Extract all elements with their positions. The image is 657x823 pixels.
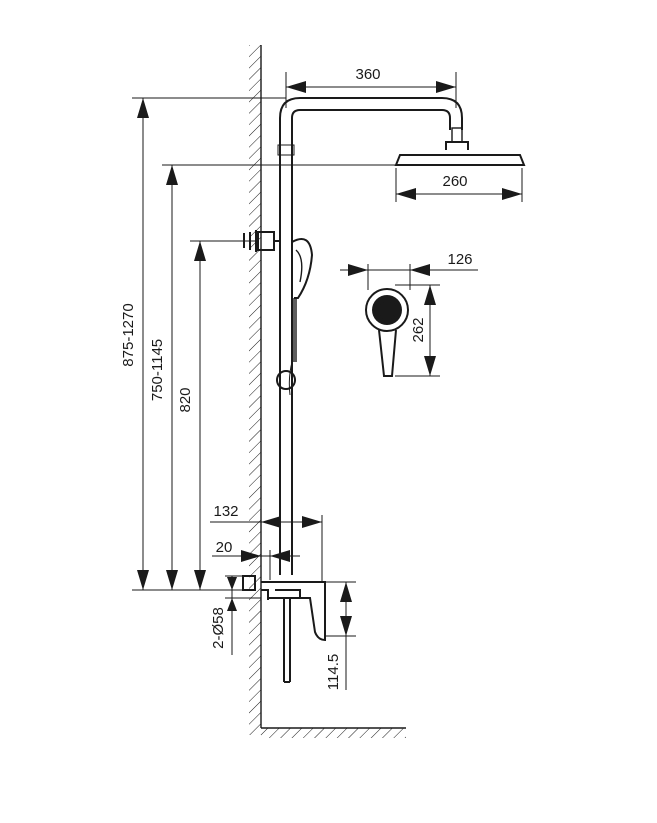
riser-outer-line bbox=[279, 97, 463, 575]
mixer-top-detail bbox=[267, 589, 301, 600]
overhead-shower-head bbox=[394, 127, 526, 166]
dimension-head-height-label: 750-1145 bbox=[149, 339, 166, 401]
dimension-holder-height-label: 820 bbox=[177, 387, 194, 412]
riser-coupling bbox=[277, 144, 295, 156]
dimension-mixer-height-label: 114.5 bbox=[325, 654, 342, 690]
riser-and-arm bbox=[277, 97, 463, 575]
dimension-head-diameter-label: 260 bbox=[442, 173, 467, 190]
hand-shower-front-handle bbox=[378, 329, 397, 377]
dimension-holder-height: 820 bbox=[177, 240, 256, 590]
dimension-arm-length: 360 bbox=[285, 66, 457, 108]
hand-shower-head-side bbox=[291, 238, 314, 299]
hand-shower-spray-ring bbox=[377, 300, 397, 320]
head-swivel-joint bbox=[451, 127, 463, 143]
dimension-inlet-size: 2-Ø58 bbox=[210, 575, 261, 655]
dimension-total-height-label: 875-1270 bbox=[120, 303, 137, 366]
head-connector bbox=[445, 141, 469, 150]
wall-hatching bbox=[249, 45, 261, 735]
dimension-arm-length-label: 360 bbox=[355, 66, 380, 83]
slider-knob bbox=[276, 370, 296, 390]
wall bbox=[249, 45, 406, 738]
hand-shower-front-view bbox=[365, 288, 409, 377]
mixer-body bbox=[261, 581, 326, 642]
hand-shower-face-outer bbox=[365, 288, 409, 332]
dimension-mixer-depth-label: 132 bbox=[213, 503, 238, 520]
dimension-mixer-depth: 132 bbox=[210, 503, 323, 582]
dimension-pipe-offset: 20 bbox=[212, 539, 300, 580]
dimension-handshower-width: 126 bbox=[340, 251, 478, 290]
dimension-total-height: 875-1270 bbox=[120, 97, 286, 591]
head-plate bbox=[394, 154, 526, 166]
dimension-handshower-height: 262 bbox=[395, 284, 440, 377]
hand-shower-spray-disc bbox=[372, 295, 402, 325]
dimension-pipe-offset-label: 20 bbox=[216, 539, 233, 556]
dimension-head-diameter: 260 bbox=[395, 168, 523, 202]
dimension-handshower-height-label: 262 bbox=[410, 317, 427, 342]
dimension-head-height: 750-1145 bbox=[149, 164, 396, 590]
hose-upper bbox=[288, 361, 293, 396]
hand-shower-face-line bbox=[295, 249, 303, 283]
hand-shower-assembly bbox=[243, 230, 314, 396]
riser-inner-line bbox=[291, 109, 451, 575]
dimension-mixer-height: 114.5 bbox=[325, 581, 356, 690]
floor-hatching bbox=[261, 728, 406, 738]
dimension-inlet-size-label: 2-Ø58 bbox=[210, 607, 227, 649]
dimension-handshower-width-label: 126 bbox=[447, 251, 472, 268]
thermostatic-mixer bbox=[242, 575, 326, 683]
